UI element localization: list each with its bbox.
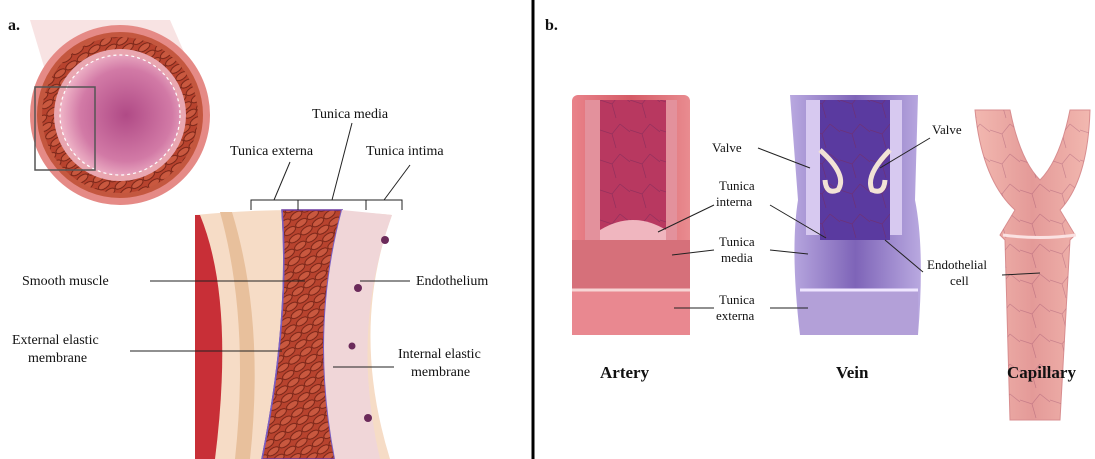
label-endothelium: Endothelium	[416, 274, 488, 289]
artery-illustration	[572, 95, 690, 335]
label-tunica-media-1: Tunica	[719, 234, 755, 249]
label-smooth-muscle: Smooth muscle	[22, 274, 109, 289]
label-external-elastic-1: External elastic	[12, 333, 99, 348]
layer-brackets	[251, 123, 410, 210]
label-endothelial-1: Endothelial	[927, 257, 987, 272]
label-tunica-externa-2: externa	[716, 308, 754, 323]
label-endothelial-2: cell	[950, 273, 969, 288]
label-tunica-interna-1: Tunica	[719, 178, 755, 193]
label-vein: Vein	[836, 363, 869, 382]
vessel-cross-section	[30, 20, 210, 205]
label-tunica-intima: Tunica intima	[366, 144, 444, 159]
label-tunica-media: Tunica media	[312, 107, 389, 122]
label-artery: Artery	[600, 363, 650, 382]
label-tunica-externa-1: Tunica	[719, 292, 755, 307]
vessel-wall-section	[195, 210, 392, 459]
panel-b: b.	[545, 17, 1090, 420]
vein-illustration	[790, 95, 921, 335]
label-valve-left: Valve	[712, 140, 742, 155]
label-tunica-interna-2: interna	[716, 194, 752, 209]
label-capillary: Capillary	[1007, 363, 1076, 382]
label-external-elastic-2: membrane	[28, 351, 87, 366]
panel-a-letter: a.	[8, 17, 20, 34]
label-tunica-media-2: media	[721, 250, 753, 265]
label-tunica-externa: Tunica externa	[230, 144, 314, 159]
panel-a: a.	[8, 17, 488, 459]
panel-b-letter: b.	[545, 17, 558, 34]
label-internal-elastic-1: Internal elastic	[398, 347, 481, 362]
label-internal-elastic-2: membrane	[411, 365, 470, 380]
label-valve-right: Valve	[932, 122, 962, 137]
